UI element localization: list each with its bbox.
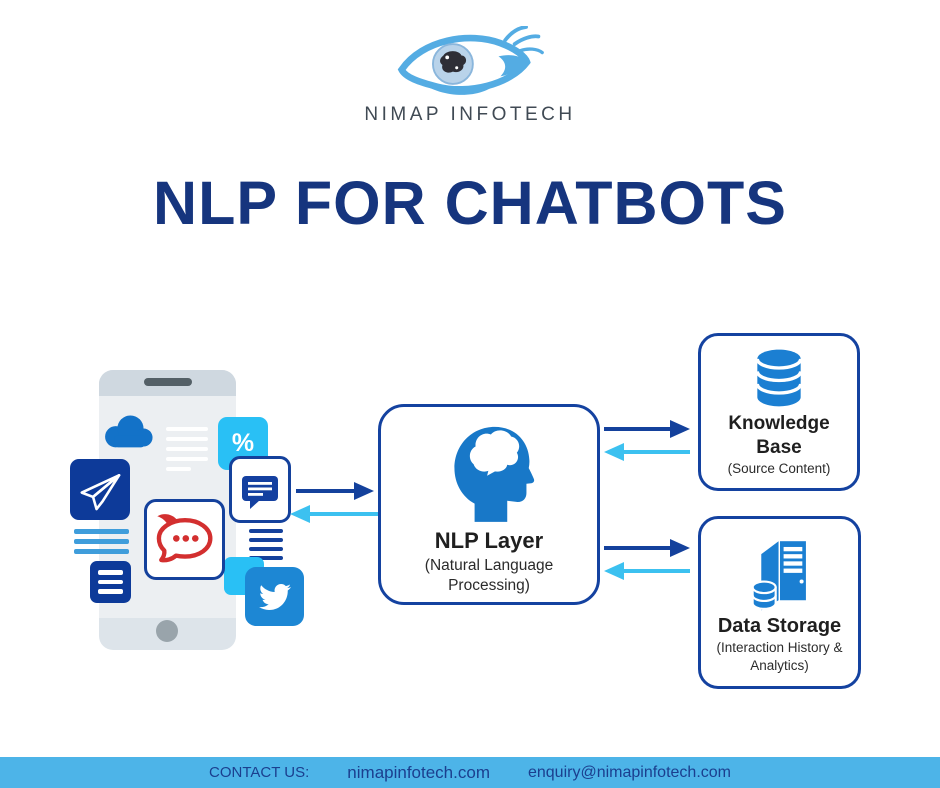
left-menu-lines	[74, 529, 129, 554]
knowledge-base-subtitle: (Source Content)	[727, 460, 831, 476]
nlp-box-title: NLP Layer	[434, 528, 544, 553]
nlp-layer-box: NLP Layer (Natural Language Processing)	[378, 404, 600, 605]
rocketchat-tile	[144, 499, 225, 580]
percent-symbol: %	[231, 429, 255, 457]
paper-plane-icon	[80, 473, 121, 510]
data-storage-box: Data Storage (Interaction History & Anal…	[698, 516, 861, 689]
knowledge-base-box: Knowledge Base (Source Content)	[698, 333, 860, 491]
rocketchat-icon	[156, 513, 212, 562]
data-storage-title: Data Storage	[717, 615, 842, 637]
screen-text-lines	[166, 427, 208, 471]
brand-name: NIMAP INFOTECH	[364, 104, 576, 125]
head-brain-icon	[454, 426, 535, 522]
phone-speaker	[144, 378, 192, 386]
website-link[interactable]: nimapinfotech.com	[347, 762, 490, 782]
nlp-box-subtitle: (Natural Language Processing)	[424, 557, 554, 595]
contact-footer: CONTACT US: nimapinfotech.com enquiry@ni…	[0, 757, 940, 788]
knowledge-base-title: Knowledge Base	[728, 413, 830, 458]
arrow-nlp-to-phone	[290, 505, 378, 523]
arrow-kb-to-nlp	[604, 443, 690, 461]
right-menu-lines	[249, 529, 283, 560]
cloud-icon	[101, 410, 155, 452]
brand-header: NIMAP INFOTECH	[0, 26, 940, 126]
eye-logo-icon	[397, 26, 544, 95]
arrow-phone-to-nlp	[296, 482, 374, 500]
arrow-ds-to-nlp	[604, 562, 690, 580]
twitter-bird-icon	[258, 583, 291, 610]
arrow-nlp-to-kb	[604, 420, 690, 438]
database-icon	[755, 349, 803, 407]
message-tile	[229, 456, 291, 523]
email-link[interactable]: enquiry@nimapinfotech.com	[527, 763, 731, 781]
arrow-nlp-to-ds	[604, 539, 690, 557]
phone-home-button	[156, 620, 178, 642]
contact-label: CONTACT US:	[209, 764, 310, 781]
page-title: NLP FOR CHATBOTS	[153, 169, 787, 237]
send-plane-tile	[70, 459, 130, 520]
list-tile	[90, 561, 131, 603]
twitter-tile	[245, 567, 304, 626]
data-storage-subtitle: (Interaction History & Analytics)	[716, 640, 843, 673]
chat-message-icon	[242, 475, 278, 509]
server-icon	[751, 541, 806, 611]
